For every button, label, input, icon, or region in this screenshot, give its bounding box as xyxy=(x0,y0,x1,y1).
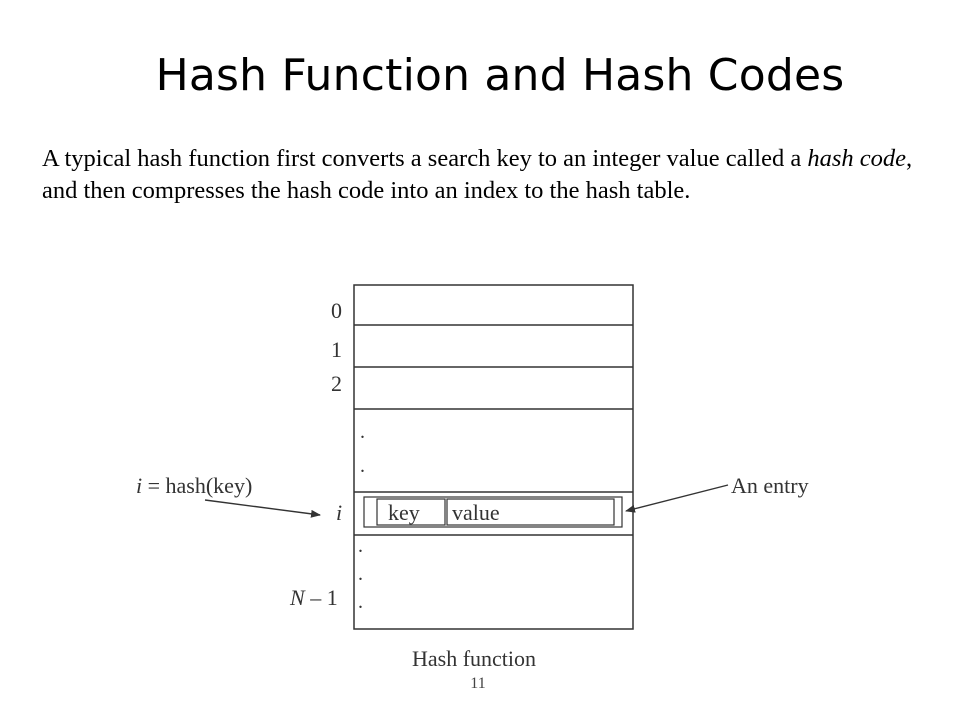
row-label-0: 0 xyxy=(331,298,342,323)
diagram-caption: Hash function xyxy=(412,646,536,671)
body-paragraph: A typical hash function first converts a… xyxy=(42,143,932,207)
entry-frame xyxy=(363,496,623,528)
ellipsis-dot: . xyxy=(358,591,363,613)
entry-annotation-label: An entry xyxy=(731,473,809,498)
hash-table xyxy=(353,284,634,630)
row-label-2: 2 xyxy=(331,371,342,396)
right-arrow xyxy=(625,484,729,513)
row-label-n-minus-1: N – 1 xyxy=(289,585,338,610)
entry: key value xyxy=(363,496,623,528)
hash-formula-label: i = hash(key) xyxy=(136,473,252,498)
ellipsis-dot: . xyxy=(360,455,365,477)
slide-title: Hash Function and Hash Codes xyxy=(155,50,845,101)
row-label-1: 1 xyxy=(331,337,342,362)
key-cell xyxy=(376,498,446,526)
row-label-i: i xyxy=(336,500,342,525)
hash-code-emphasis: hash code xyxy=(807,145,907,172)
ellipsis-dot: . xyxy=(360,421,365,443)
key-label: key xyxy=(388,500,420,525)
ellipsis-dot: . xyxy=(358,563,363,585)
paragraph-text: A typical hash function first converts a… xyxy=(42,145,913,204)
left-arrow xyxy=(204,499,321,518)
ellipsis-dot: . xyxy=(358,535,363,557)
slide-number: 11 xyxy=(470,675,486,692)
value-label: value xyxy=(452,500,500,525)
value-cell xyxy=(446,498,615,526)
